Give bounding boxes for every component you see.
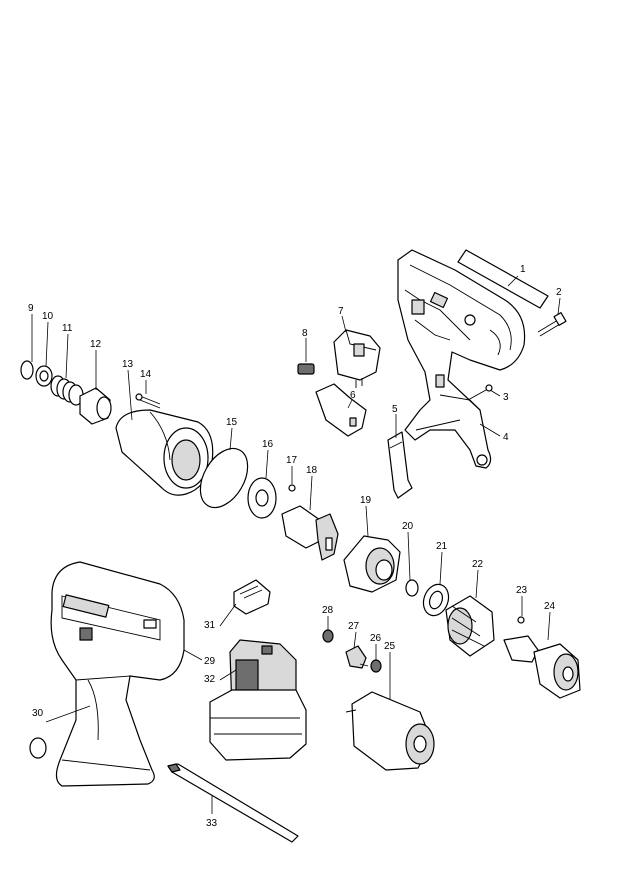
callout-29: 29	[204, 656, 216, 667]
part-7-switch	[333, 329, 381, 388]
callout-1: 1	[520, 264, 526, 275]
part-17-ball	[288, 484, 296, 492]
callout-20: 20	[402, 521, 414, 532]
part-25-motor	[345, 691, 435, 771]
callout-14: 14	[140, 369, 152, 380]
callout-19: 19	[360, 495, 372, 506]
callout-25: 25	[384, 641, 396, 652]
callout-24: 24	[544, 601, 556, 612]
callout-10: 10	[42, 311, 54, 322]
callout-7: 7	[338, 306, 344, 317]
callout-26: 26	[370, 633, 382, 644]
callout-16: 16	[262, 439, 274, 450]
part-29-housing	[50, 561, 185, 787]
part-19-hammer-case	[343, 535, 401, 593]
part-12-sleeve	[79, 387, 112, 425]
part-23-ball	[517, 616, 525, 624]
part-11-spring	[50, 375, 84, 406]
callout-22: 22	[472, 559, 484, 570]
part-16-washer	[247, 477, 277, 519]
part-20-ring	[405, 579, 419, 597]
callout-28: 28	[322, 605, 334, 616]
part-32-battery	[209, 639, 307, 761]
callout-6: 6	[350, 390, 356, 401]
callout-12: 12	[90, 339, 102, 350]
callout-31: 31	[204, 620, 216, 631]
part-14-screw	[135, 393, 161, 409]
callout-32: 32	[204, 674, 216, 685]
callout-15: 15	[226, 417, 238, 428]
callout-3: 3	[503, 392, 509, 403]
part-8-lever	[297, 363, 315, 375]
callout-27: 27	[348, 621, 360, 632]
leader-lines	[31, 275, 561, 814]
part-1-label-plate	[457, 249, 549, 309]
part-5-clip	[387, 431, 413, 499]
callout-9: 9	[28, 303, 34, 314]
part-2-screw	[537, 312, 567, 337]
part-26-bearing	[370, 659, 382, 673]
part-21-washer	[422, 583, 450, 617]
part-18-spindle	[281, 505, 339, 561]
callout-18: 18	[306, 465, 318, 476]
part-31-terminal	[233, 579, 271, 615]
callout-33: 33	[206, 818, 218, 829]
callout-23: 23	[516, 585, 528, 596]
part-30-cap	[29, 737, 47, 759]
callout-5: 5	[392, 404, 398, 415]
part-6-bracket	[315, 383, 367, 437]
part-22-ring-gear	[445, 595, 495, 657]
callout-4: 4	[503, 432, 509, 443]
callout-2: 2	[556, 287, 562, 298]
part-33-rod	[167, 763, 299, 843]
part-10-washer	[35, 365, 53, 387]
callout-8: 8	[302, 328, 308, 339]
callout-13: 13	[122, 359, 134, 370]
callout-30: 30	[32, 708, 44, 719]
callout-labels: 1 2 3 4 5 6 7 8 9 10 11 12 13 14 15 16 1…	[28, 264, 562, 829]
part-13-front-cover	[115, 409, 214, 496]
part-27-pinion	[345, 645, 369, 669]
part-4-housing-half	[397, 249, 526, 469]
callout-21: 21	[436, 541, 448, 552]
callout-17: 17	[286, 455, 298, 466]
part-24-anvil	[503, 635, 581, 699]
part-3-screw	[467, 384, 493, 401]
part-9-ring	[20, 360, 34, 380]
callout-11: 11	[62, 323, 73, 334]
part-15-gasket	[199, 447, 249, 509]
part-28-bearing	[322, 629, 334, 643]
